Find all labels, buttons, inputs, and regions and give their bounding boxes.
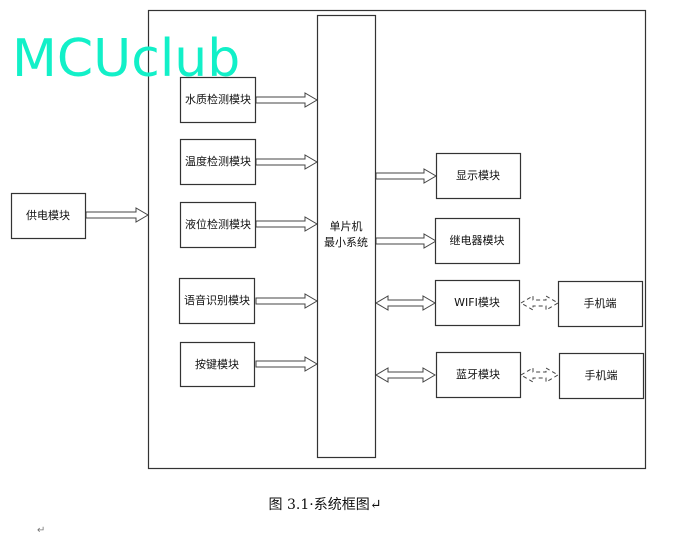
- bidirectional-arrow: [375, 295, 436, 311]
- input-module-water-quality: 水质检测模块: [179, 76, 257, 124]
- input-arrow: [255, 154, 318, 170]
- phone-label: 手机端: [584, 296, 617, 310]
- power-arrow: [85, 207, 149, 223]
- system-frame: [147, 9, 647, 470]
- paragraph-mark: ↵: [37, 525, 45, 536]
- input-arrow: [255, 92, 318, 108]
- input-label: 按键模块: [195, 357, 239, 371]
- phone-label: 手机端: [585, 368, 618, 382]
- mcu-system: 单片机 最小系统: [316, 14, 377, 459]
- output-module-relay: 继电器模块: [434, 217, 521, 265]
- wireless-dashed-arrow: [520, 295, 559, 311]
- output-module-bluetooth: 蓝牙模块: [435, 351, 522, 399]
- output-arrow: [375, 233, 437, 249]
- power-module: 供电模块: [10, 192, 87, 240]
- bidirectional-arrow: [375, 367, 436, 383]
- input-arrow: [255, 293, 318, 309]
- arrows-group: [85, 92, 559, 383]
- phone-endpoint-bluetooth: 手机端: [558, 352, 645, 400]
- input-module-water-level: 液位检测模块: [179, 201, 257, 249]
- input-label: 温度检测模块: [185, 154, 251, 168]
- output-label: 继电器模块: [450, 234, 505, 247]
- output-arrow: [375, 168, 437, 184]
- phone-endpoint-wifi: 手机端: [557, 280, 644, 328]
- mcuclub-watermark: MCUclub: [12, 29, 240, 89]
- mcu-label-line1: 单片机: [330, 219, 363, 233]
- output-module-wifi: WIFI模块: [434, 279, 521, 327]
- input-label: 液位检测模块: [185, 217, 251, 231]
- input-label: 语音识别模块: [184, 293, 250, 307]
- wireless-dashed-arrow: [520, 367, 559, 383]
- input-arrow: [255, 216, 318, 232]
- figure-caption: 图 3.1·系统框图↵: [269, 497, 382, 513]
- output-label: 蓝牙模块: [456, 368, 500, 381]
- mcu-label-line2: 最小系统: [324, 236, 368, 249]
- input-module-keys: 按键模块: [179, 341, 256, 388]
- output-module-display: 显示模块: [435, 152, 522, 200]
- power-module-label: 供电模块: [26, 208, 70, 222]
- input-label: 水质检测模块: [185, 92, 251, 106]
- output-label: WIFI模块: [454, 296, 500, 309]
- output-label: 显示模块: [456, 169, 500, 182]
- input-arrow: [255, 356, 318, 372]
- input-module-voice: 语音识别模块: [178, 277, 256, 325]
- input-module-temperature: 温度检测模块: [179, 138, 257, 186]
